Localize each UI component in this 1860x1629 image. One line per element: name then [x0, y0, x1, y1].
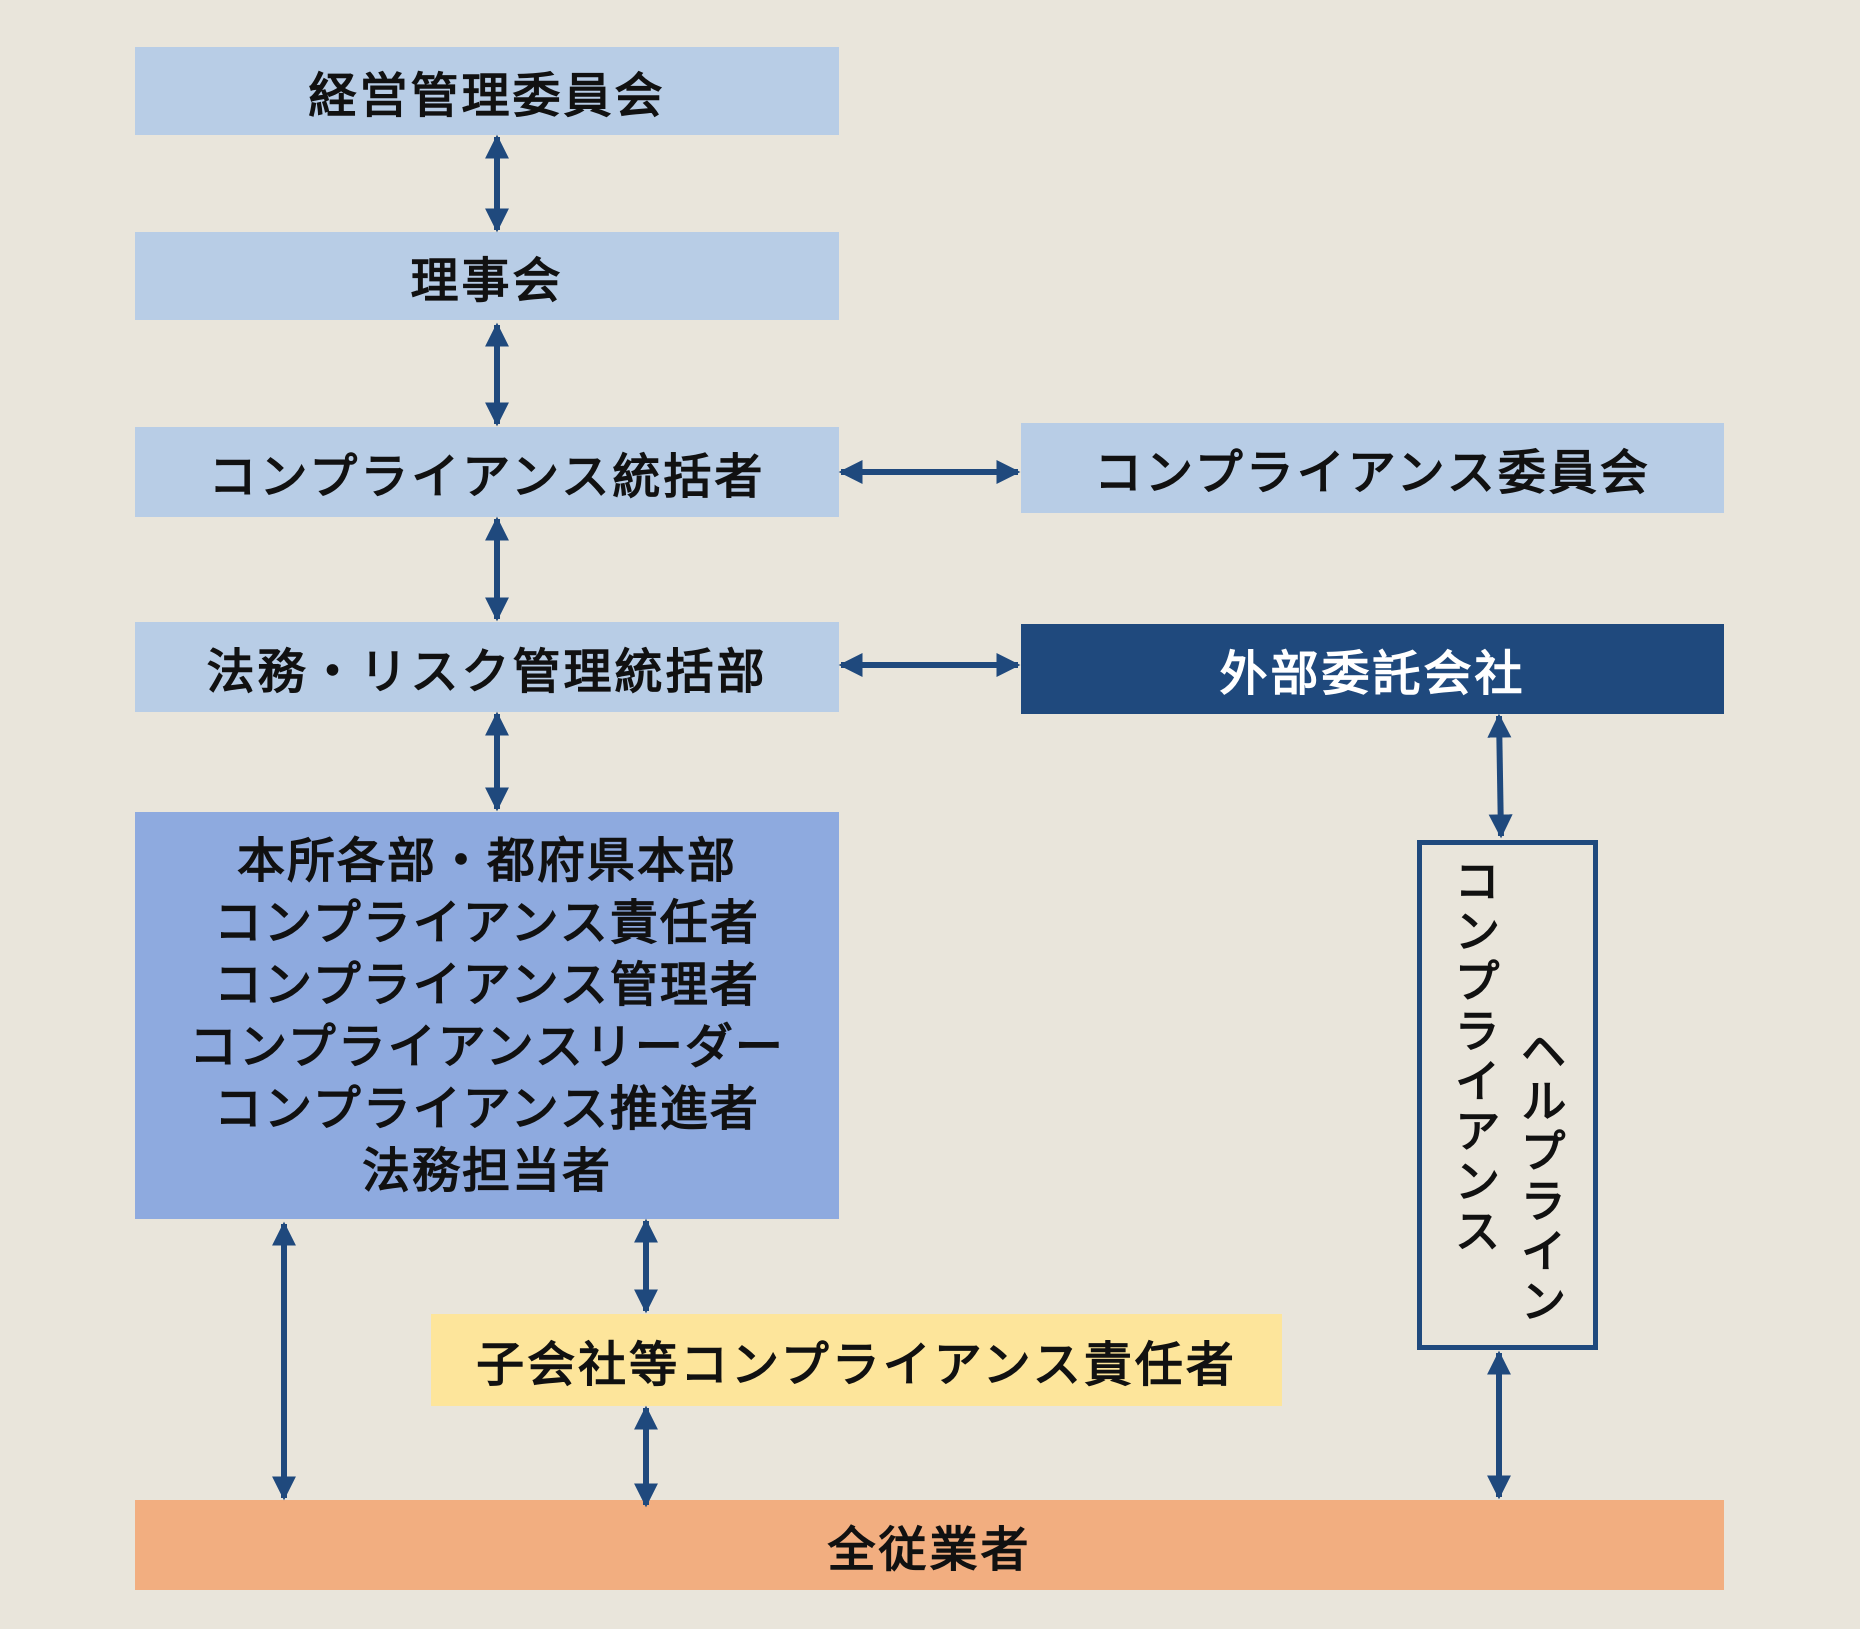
arrow-external-helpline — [1487, 713, 1513, 839]
node-compliance-committee: コンプライアンス委員会 — [1021, 423, 1724, 513]
headquarters-line: コンプライアンス管理者 — [214, 956, 760, 1013]
helpline-line-2: ヘルプライン — [1513, 1027, 1568, 1327]
node-helpline: コンプライアンス ヘルプライン — [1417, 840, 1598, 1350]
headquarters-line: コンプライアンス責任者 — [214, 894, 760, 951]
node-external-company: 外部委託会社 — [1021, 624, 1724, 714]
node-compliance-supervisor: コンプライアンス統括者 — [135, 427, 839, 517]
headquarters-line: コンプライアンスリーダー — [189, 1018, 785, 1075]
headquarters-line: コンプライアンス推進者 — [214, 1080, 760, 1137]
node-board: 理事会 — [135, 232, 839, 320]
node-management-committee: 経営管理委員会 — [135, 47, 839, 135]
node-subsidiary-officer: 子会社等コンプライアンス責任者 — [431, 1314, 1282, 1406]
node-legal-risk-dept: 法務・リスク管理統括部 — [135, 622, 839, 712]
headquarters-line: 法務担当者 — [361, 1142, 612, 1199]
node-all-employees: 全従業者 — [135, 1500, 1724, 1590]
headquarters-line: 本所各部・都府県本部 — [236, 832, 737, 889]
helpline-line-1: コンプライアンス — [1447, 857, 1502, 1257]
node-headquarters: 本所各部・都府県本部 コンプライアンス責任者 コンプライアンス管理者 コンプライ… — [135, 812, 839, 1219]
